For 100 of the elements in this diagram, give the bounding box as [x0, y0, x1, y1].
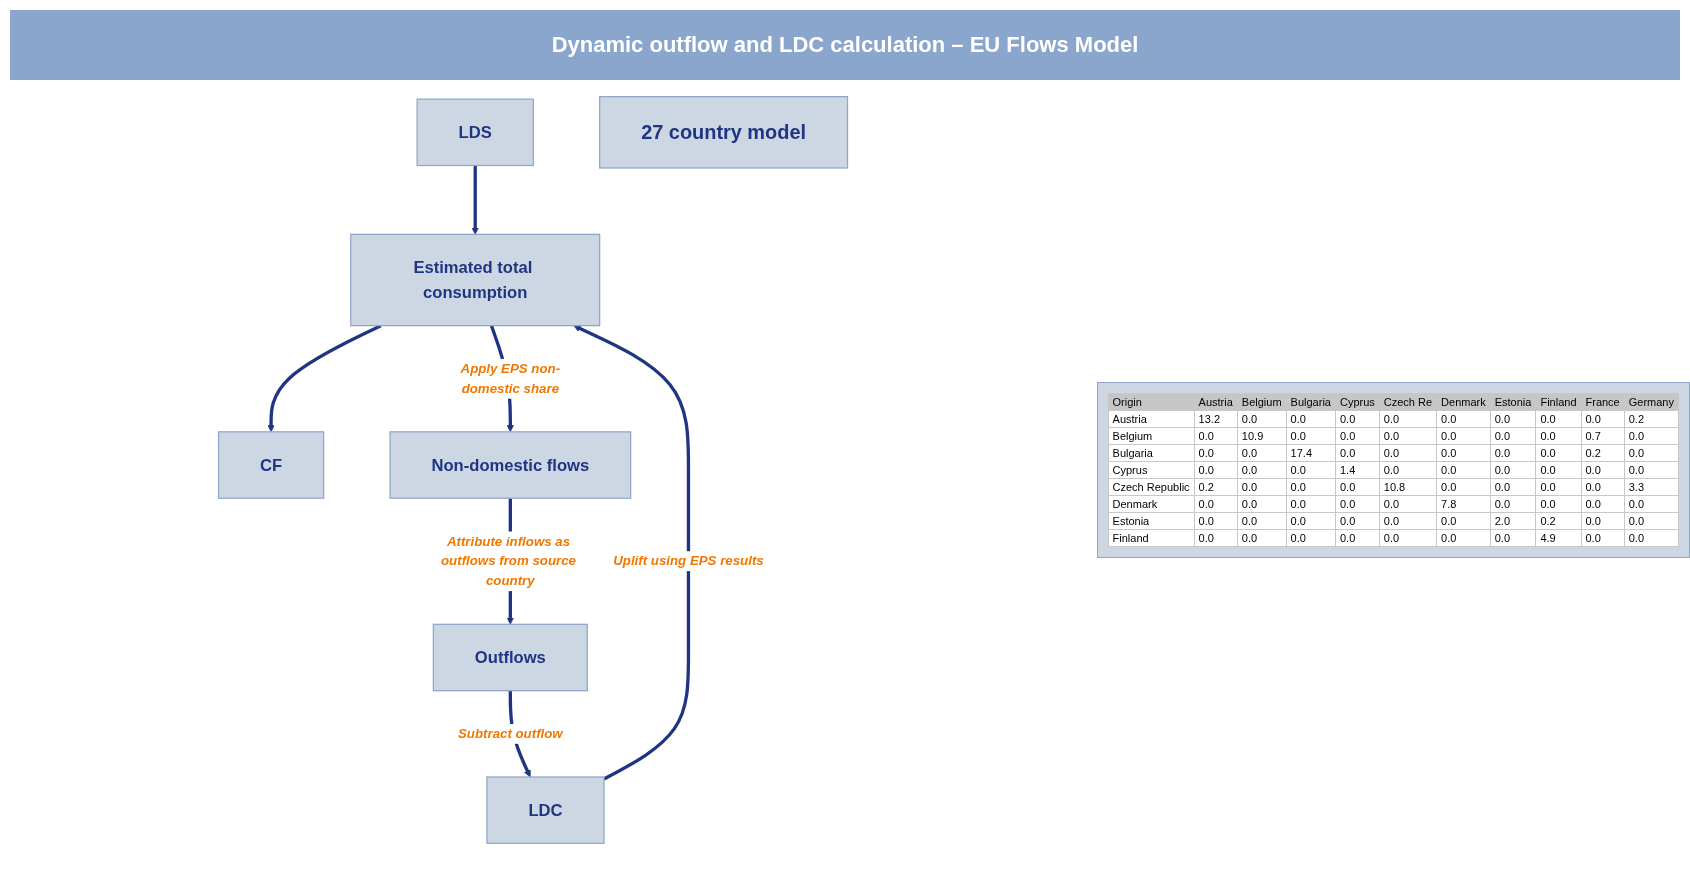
node-box: Non-domestic flows	[389, 431, 632, 499]
table-cell-value: 0.0	[1286, 512, 1336, 530]
arrow	[471, 165, 480, 235]
column-header: Denmark	[1436, 393, 1491, 411]
table-cell-value: 0.0	[1624, 495, 1679, 513]
table-cell-value: 0.0	[1194, 444, 1238, 462]
table-cell-value: 0.0	[1624, 427, 1679, 445]
table-cell-value: 0.0	[1194, 461, 1238, 479]
table-cell-value: 0.0	[1379, 444, 1437, 462]
table-cell-value: 0.0	[1286, 410, 1336, 428]
table-cell-value: 0.0	[1379, 461, 1437, 479]
table-cell-value: 0.0	[1581, 529, 1625, 547]
table-cell-value: 0.0	[1237, 461, 1287, 479]
table-cell-value: 0.0	[1237, 529, 1287, 547]
column-header: Czech Re	[1379, 393, 1437, 411]
table-cell-value: 0.0	[1335, 512, 1380, 530]
table-cell-value: 0.0	[1624, 461, 1679, 479]
table-cell-value: 0.0	[1436, 444, 1491, 462]
table-cell-value: 0.0	[1194, 512, 1238, 530]
table-cell-value: 0.0	[1379, 495, 1437, 513]
table-cell-value: 10.8	[1379, 478, 1437, 496]
table-cell-value: 0.0	[1335, 495, 1380, 513]
table-cell-value: 0.0	[1286, 427, 1336, 445]
table-cell-value: 0.0	[1335, 410, 1380, 428]
table-cell-value: 0.0	[1490, 495, 1536, 513]
table-cell-value: 0.0	[1286, 529, 1336, 547]
table-cell-value: 2.0	[1490, 512, 1536, 530]
table-cell-value: 0.2	[1581, 444, 1625, 462]
column-header: Bulgaria	[1286, 393, 1336, 411]
table-cell-value: 0.0	[1286, 461, 1336, 479]
row-header: Denmark	[1108, 495, 1195, 513]
table-cell-value: 3.3	[1624, 478, 1679, 496]
node-box: LDS	[416, 98, 535, 167]
table-cell-value: 0.2	[1194, 478, 1238, 496]
table-cell-value: 7.8	[1436, 495, 1491, 513]
table-cell-value: 0.0	[1535, 410, 1581, 428]
node-box: LDC	[486, 776, 605, 844]
row-header: Bulgaria	[1108, 444, 1195, 462]
column-header: Origin	[1108, 393, 1195, 411]
column-header: Estonia	[1490, 393, 1536, 411]
table-cell-value: 0.0	[1624, 512, 1679, 530]
table-cell-value: 0.7	[1581, 427, 1625, 445]
table-cell-value: 0.0	[1237, 444, 1287, 462]
edge-label: Attribute inflows as outflows from source country	[441, 533, 577, 588]
table-cell-value: 1.4	[1335, 461, 1380, 479]
table-cell-value: 4.9	[1535, 529, 1581, 547]
table-cell-value: 0.0	[1436, 427, 1491, 445]
table-cell-value: 0.0	[1194, 529, 1238, 547]
row-header: Estonia	[1108, 512, 1195, 530]
table-cell-value: 0.0	[1237, 512, 1287, 530]
edge-label: Apply EPS non-domestic share	[460, 361, 561, 396]
table-cell-value: 0.0	[1624, 444, 1679, 462]
table-cell-value: 17.4	[1286, 444, 1336, 462]
table-cell-value: 0.0	[1286, 495, 1336, 513]
table-cell-value: 0.0	[1194, 495, 1238, 513]
column-header: France	[1581, 393, 1625, 411]
table-cell-value: 0.0	[1194, 427, 1238, 445]
table-cell-value: 0.0	[1237, 410, 1287, 428]
table-cell-value: 0.0	[1286, 478, 1336, 496]
column-header: Austria	[1194, 393, 1238, 411]
table-cell-value: 0.0	[1490, 427, 1536, 445]
table-cell-value: 0.0	[1535, 461, 1581, 479]
table-cell-value: 13.2	[1194, 410, 1238, 428]
edge-label: Subtract outflow	[458, 726, 563, 741]
table-cell-value: 0.0	[1436, 478, 1491, 496]
table-cell-value: 0.0	[1237, 495, 1287, 513]
row-header: Cyprus	[1108, 461, 1195, 479]
table-cell-value: 0.0	[1490, 444, 1536, 462]
node-box: CF	[218, 431, 325, 499]
node-box: Estimated total consumption	[350, 233, 601, 327]
table-cell-value: 0.0	[1535, 427, 1581, 445]
node-box: Outflows	[433, 623, 589, 692]
edge-label: Uplift using EPS results	[613, 553, 764, 568]
table-cell-value: 0.0	[1335, 529, 1380, 547]
table-cell-value: 0.0	[1379, 512, 1437, 530]
table-cell-value: 0.0	[1436, 461, 1491, 479]
table-cell-value: 0.0	[1535, 478, 1581, 496]
table-cell-value: 0.0	[1335, 427, 1380, 445]
table-cell-value: 0.0	[1535, 495, 1581, 513]
node-box: 27 country model	[599, 96, 849, 169]
row-header: Czech Republic	[1108, 478, 1195, 496]
column-header: Belgium	[1237, 393, 1287, 411]
table-cell-value: 0.0	[1490, 461, 1536, 479]
row-header: Finland	[1108, 529, 1195, 547]
table-cell-value: 0.0	[1490, 529, 1536, 547]
row-header: Austria	[1108, 410, 1195, 428]
table-cell-value: 0.0	[1581, 478, 1625, 496]
table-cell-value: 0.0	[1237, 478, 1287, 496]
table-cell-value: 0.2	[1624, 410, 1679, 428]
table-cell-value: 0.0	[1581, 495, 1625, 513]
arrow	[573, 325, 691, 781]
table-cell-value: 0.0	[1379, 410, 1437, 428]
table-cell-value: 0.0	[1581, 410, 1625, 428]
table-cell-value: 0.0	[1535, 444, 1581, 462]
table-cell-value: 0.0	[1335, 478, 1380, 496]
column-header: Germany	[1624, 393, 1679, 411]
row-header: Belgium	[1108, 427, 1195, 445]
table-cell-value: 0.0	[1335, 444, 1380, 462]
table-cell-value: 0.2	[1535, 512, 1581, 530]
table-cell-value: 0.0	[1379, 529, 1437, 547]
